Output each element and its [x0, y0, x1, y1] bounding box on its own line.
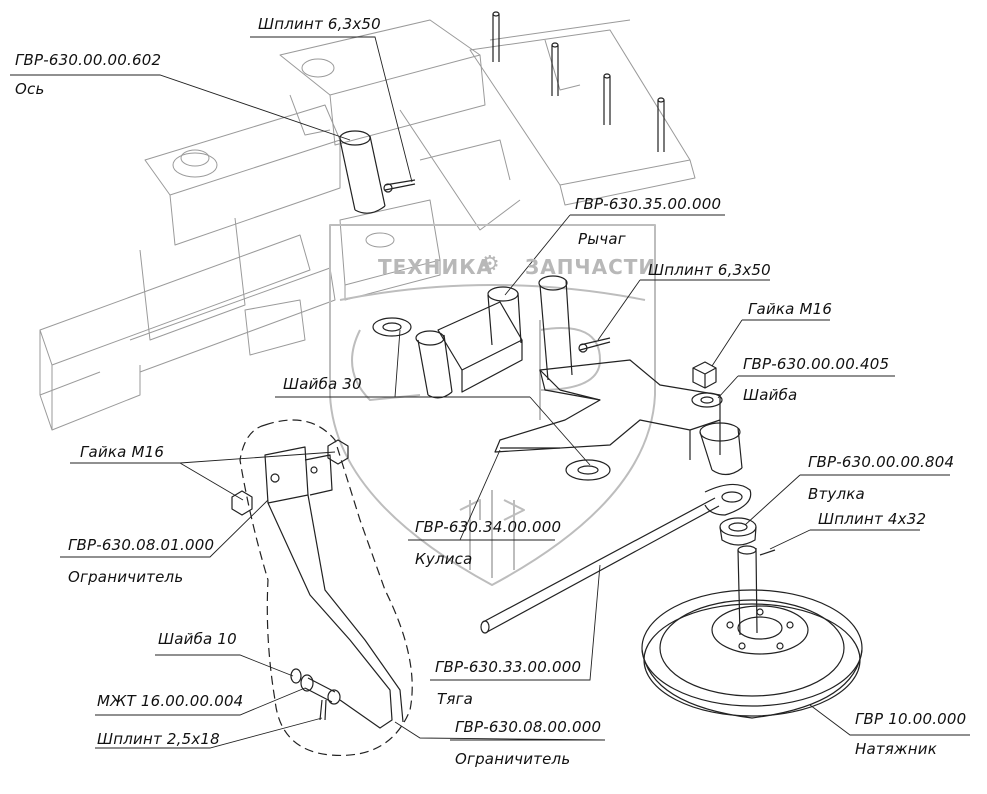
leader-gaika-right	[711, 319, 830, 367]
leader-ogranichitel-1	[60, 499, 269, 558]
leader-tyaga	[430, 564, 601, 681]
label-gvr-08000: ГВР-630.08.00.000	[455, 718, 602, 736]
label-shplint-4x32: Шплинт 4x32	[818, 510, 927, 528]
leader-shaiba-10	[155, 654, 294, 677]
tie-rod	[480, 483, 752, 634]
limiter-dashed-outline	[239, 419, 413, 757]
label-gvr-602: ГВР-630.00.00.602	[15, 51, 162, 69]
label-shplint-top: Шплинт 6,3x50	[258, 15, 381, 33]
label-mzht: МЖТ 16.00.00.004	[97, 692, 244, 710]
leader-shplint-top	[250, 36, 413, 183]
label-tyaga: Тяга	[437, 690, 474, 708]
leader-os	[10, 74, 351, 141]
label-gaika-right: Гайка М16	[748, 300, 833, 318]
label-shplint-25x18: Шплинт 2,5x18	[97, 730, 220, 748]
limiter-bracket	[264, 446, 404, 729]
frame-studs	[492, 11, 665, 152]
leader-shplint-4x32	[769, 529, 920, 550]
cotter-pin-top	[383, 179, 416, 193]
label-ogranichitel-2: Ограничитель	[455, 750, 571, 768]
watermark-shield	[329, 224, 656, 586]
cotter-pin-small	[319, 699, 327, 721]
label-shplint-mid: Шплинт 6,3x50	[648, 261, 771, 279]
label-gvr-35000: ГВР-630.35.00.000	[575, 195, 722, 213]
label-shaiba-10: Шайба 10	[158, 630, 237, 648]
watermark-right-word: ЗАПЧАСТИ	[525, 255, 657, 279]
cotter-pin-mid	[578, 337, 611, 353]
label-rychag: Рычаг	[578, 230, 626, 248]
leader-rychag	[504, 214, 725, 296]
nut-m16-left-lower	[231, 490, 253, 516]
leader-gaika-left	[70, 451, 336, 501]
leader-mzht	[95, 687, 306, 716]
label-kulisa: Кулиса	[415, 550, 473, 568]
leader-shaiba-30	[275, 329, 591, 466]
label-shaiba-30: Шайба 30	[283, 375, 362, 393]
pin-mzht	[300, 674, 341, 705]
label-gvr-801: ГВР-630.08.01.000	[68, 536, 215, 554]
label-os: Ось	[15, 80, 45, 98]
nut-m16-right	[692, 361, 717, 389]
label-natyazhnik: Натяжник	[855, 740, 937, 758]
label-gvr-34000: ГВР-630.34.00.000	[415, 518, 562, 536]
label-gvr-804: ГВР-630.00.00.804	[808, 453, 955, 471]
watermark-left-word: ТЕХНИКА	[378, 255, 494, 279]
leader-shplint-25	[95, 717, 323, 749]
label-ogranichitel-1: Ограничитель	[68, 568, 184, 586]
label-vtulka: Втулка	[808, 485, 865, 503]
label-gvr-33000: ГВР-630.33.00.000	[435, 658, 582, 676]
leader-vtulka	[744, 474, 950, 526]
nut-m16-left-upper	[327, 439, 349, 465]
leader-shplint-mid	[597, 279, 770, 341]
washer-30	[372, 317, 412, 337]
washer-kulisa	[565, 459, 611, 481]
lever-part	[415, 286, 523, 399]
leader-natyazhnik	[809, 704, 970, 736]
leader-shaiba-right	[717, 375, 895, 399]
gear-icon: ⚙	[480, 252, 501, 277]
tensioner-pulley	[641, 545, 863, 719]
washer-10	[290, 668, 302, 684]
rocker-plate	[494, 275, 743, 476]
bushing	[719, 517, 757, 546]
label-gvr-405: ГВР-630.00.00.405	[743, 355, 890, 373]
leader-kulisa	[408, 449, 555, 541]
leader-ogranichitel-2	[394, 721, 606, 741]
label-shaiba-right: Шайба	[743, 386, 798, 404]
axle-part	[339, 130, 386, 214]
label-gvr-10000: ГВР 10.00.000	[855, 710, 967, 728]
frame-structure	[39, 19, 696, 431]
label-gaika-left: Гайка М16	[80, 443, 165, 461]
washer-right	[691, 392, 723, 408]
